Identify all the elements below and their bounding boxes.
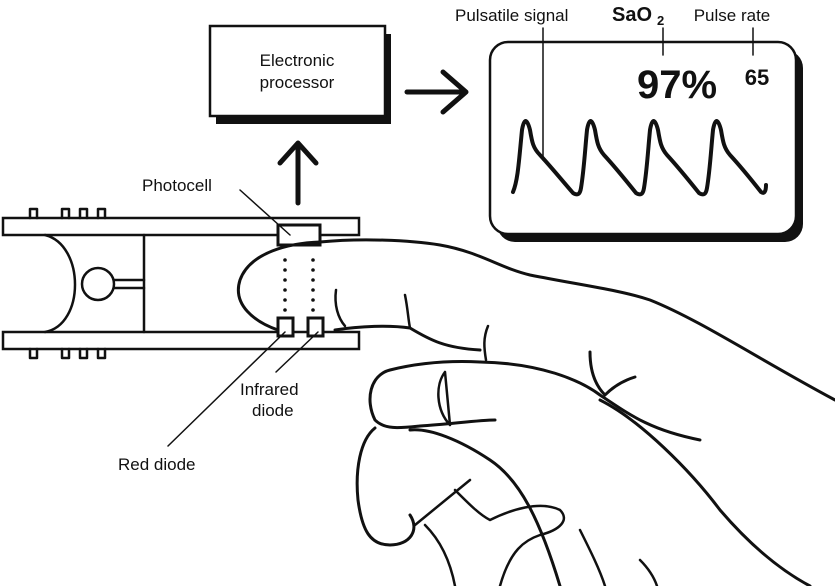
sao2-label: SaO 2: [612, 4, 664, 28]
pulse-rate-label: Pulse rate: [694, 6, 771, 25]
pulsatile-waveform: [511, 119, 768, 197]
hand-illustration: [236, 238, 835, 586]
photocell-label: Photocell: [142, 176, 212, 195]
monitor-display: Pulsatile signal SaO 2 Pulse rate 97% 65: [455, 4, 803, 242]
infrared-diode-label-line1: Infrared: [240, 380, 299, 399]
processor-label-line2: processor: [260, 73, 335, 92]
electronic-processor-box: Electronic processor: [208, 24, 391, 124]
arrow-up-icon: [277, 140, 319, 206]
infrared-diode: [306, 316, 325, 338]
light-path-dots: [283, 258, 315, 312]
pulse-rate-value: 65: [745, 65, 769, 90]
red-diode: [276, 316, 295, 338]
sao2-label-subscript: 2: [657, 13, 664, 28]
pulsatile-signal-label: Pulsatile signal: [455, 6, 568, 25]
infrared-leader-line: [275, 331, 319, 373]
processor-label-line1: Electronic: [260, 51, 335, 70]
sao2-value: 97%: [637, 63, 717, 107]
sao2-label-main: SaO: [612, 4, 652, 26]
red-diode-label: Red diode: [118, 455, 196, 474]
infrared-diode-label-line2: diode: [252, 401, 294, 420]
arrow-right-icon: [404, 69, 469, 115]
photocell-leader-line: [239, 189, 291, 236]
red-diode-leader-line: [167, 331, 286, 447]
finger-probe-clip: [1, 207, 361, 360]
